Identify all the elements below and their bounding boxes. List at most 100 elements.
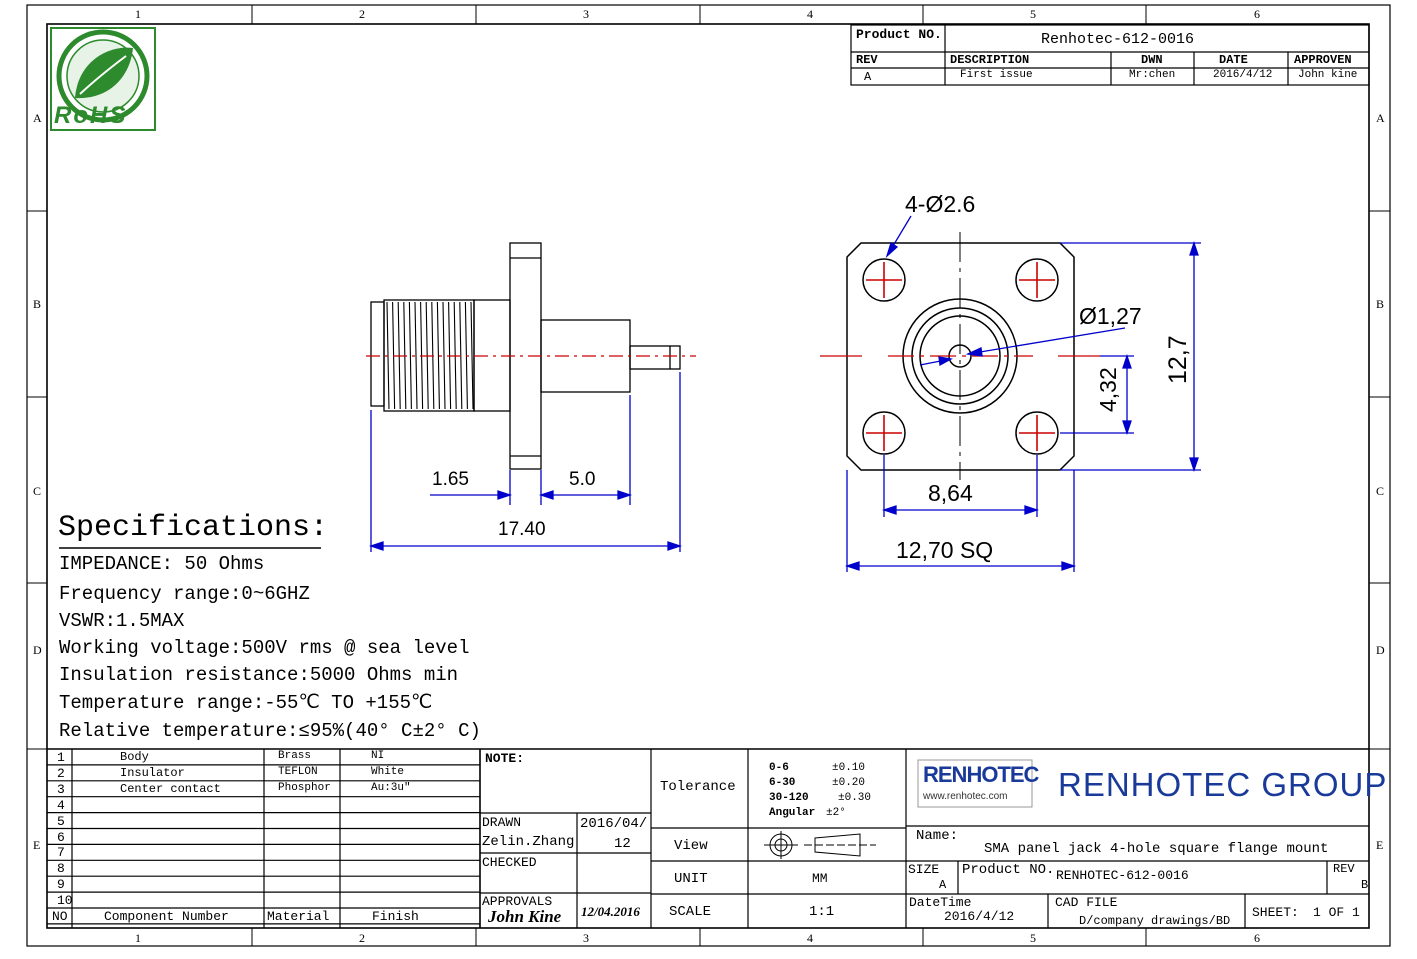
tolerance-value-4: ±2°: [826, 807, 846, 819]
revision-block-grid: [850, 24, 1370, 86]
zone-col-6-bottom: 6: [1254, 931, 1260, 945]
name-label: Name:: [916, 828, 959, 844]
scale-label: SCALE: [669, 904, 712, 920]
bom-cell-no: 6: [57, 829, 65, 845]
cad-file-value: D/company drawings/BD: [1079, 914, 1231, 928]
bom-cell-no: 9: [57, 877, 65, 893]
bom-cell-material: TEFLON: [278, 765, 318, 778]
thread-line: [442, 301, 446, 410]
zone-col-1-bottom: 1: [135, 931, 141, 945]
rev-product-no-label: Product NO.: [856, 27, 942, 42]
pin: [629, 345, 681, 370]
tolerance-label: Tolerance: [660, 779, 736, 795]
thread-line: [408, 301, 412, 410]
datetime-value: 2016/4/12: [944, 909, 1015, 924]
dim-hole-pitch: 8,64: [928, 480, 973, 506]
rev-row-rev: A: [864, 70, 872, 84]
front-dimensions: [844, 215, 1201, 572]
rev-row-date: 2016/4/12: [1213, 69, 1273, 81]
spec-humidity: Relative temperature:≤95%(40° C±2° C): [59, 720, 481, 742]
spec-frequency: Frequency range:0~6GHZ: [59, 583, 310, 605]
checked-label: CHECKED: [482, 855, 537, 870]
zone-ticks: [27, 5, 1390, 946]
title-rev-value: B: [1361, 878, 1369, 892]
company-name: RENHOTEC GROUP: [1058, 766, 1388, 803]
spec-temperature: Temperature range:-55℃ TO +155℃: [59, 692, 433, 714]
cad-file-label: CAD FILE: [1055, 895, 1118, 910]
sheet-value: 1 OF 1: [1313, 905, 1360, 920]
rev-header-description: DESCRIPTION: [950, 53, 1030, 67]
hole-crosshairs: [866, 262, 1055, 451]
zone-row-a-right: A: [1376, 111, 1385, 125]
zone-row-a-left: A: [33, 111, 42, 125]
zone-row-c-right: C: [1376, 484, 1385, 498]
bom-cell-component: Center contact: [120, 781, 221, 796]
approval-signature: John Kine: [488, 907, 562, 926]
zone-col-3-top: 3: [583, 7, 589, 21]
mount-hole-br: [1015, 411, 1059, 455]
zone-col-2-top: 2: [359, 7, 365, 21]
scale-value: 1:1: [809, 904, 835, 920]
thread-line: [414, 301, 418, 410]
mount-hole-tr: [1015, 258, 1059, 302]
bom-cell-material: Brass: [278, 750, 312, 762]
bom-cell-finish: NI: [371, 750, 385, 762]
bom-cell-no: 7: [57, 845, 65, 861]
datetime-label: DateTime: [909, 895, 972, 910]
bom-cell-no: 1: [57, 750, 65, 765]
unit-value: MM: [812, 871, 828, 886]
zone-row-b-right: B: [1376, 297, 1385, 311]
zone-row-e-left: E: [33, 838, 41, 852]
bom-cell-finish: Au:3u": [371, 781, 411, 794]
bom-header-no: NO: [52, 909, 68, 924]
dim-pin-length: 5.0: [569, 469, 596, 490]
zone-col-6-top: 6: [1254, 7, 1260, 21]
tolerance-value-2: ±0.20: [832, 777, 866, 789]
thread-line: [470, 301, 474, 410]
bom-cell-material: Phosphor: [278, 781, 331, 794]
zone-col-5-bottom: 5: [1030, 931, 1036, 945]
zone-col-2-bottom: 2: [359, 931, 365, 945]
projection-view-symbol: [764, 831, 876, 859]
zone-col-1-top: 1: [135, 7, 141, 21]
rev-header-date: DATE: [1219, 53, 1248, 67]
view-label: View: [674, 838, 708, 854]
spec-voltage: Working voltage:500V rms @ sea level: [59, 637, 470, 659]
dim-flange-height: 12,7: [1164, 335, 1192, 384]
bom-cell-component: Body: [120, 750, 149, 764]
size-label: SIZE: [908, 862, 940, 877]
tolerance-value-1: ±0.10: [832, 762, 866, 774]
sheet-label: SHEET:: [1252, 905, 1299, 920]
zone-row-d-left: D: [33, 643, 42, 657]
thread-front-ring: [370, 301, 385, 407]
zone-row-b-left: B: [33, 297, 42, 311]
approvals-label: APPROVALS: [482, 894, 553, 909]
title-product-no-label: Product NO.: [962, 862, 1055, 878]
zone-row-c-left: C: [33, 484, 42, 498]
approval-date: 12/04.2016: [581, 904, 640, 919]
zone-col-4-top: 4: [807, 7, 813, 21]
spec-insulation: Insulation resistance:5000 Ohms min: [59, 664, 459, 686]
rohs-logo-text: RoHS: [54, 102, 128, 129]
zone-col-4-bottom: 4: [807, 931, 813, 945]
drawn-by: Zelin.Zhang: [482, 834, 575, 850]
bom-header-component: Component Number: [104, 909, 229, 924]
rev-product-no: Renhotec-612-0016: [1041, 31, 1195, 48]
unit-label: UNIT: [674, 871, 708, 887]
side-dimensions: [368, 372, 683, 552]
part-name: SMA panel jack 4-hole square flange moun…: [984, 841, 1329, 857]
rev-header-approven: APPROVEN: [1294, 53, 1352, 67]
rohs-logo: [50, 27, 156, 131]
bom-cell-no: 4: [57, 797, 65, 813]
zone-col-5-top: 5: [1030, 7, 1036, 21]
tolerance-range-2: 6-30: [769, 777, 796, 789]
rev-header-rev: REV: [856, 53, 878, 67]
dim-mount-holes: 4-Ø2.6: [905, 191, 976, 217]
rev-row-description: First issue: [960, 69, 1033, 81]
bom-cell-no: 2: [57, 765, 65, 781]
side-view: [370, 242, 681, 470]
dim-half-pitch: 4,32: [1095, 367, 1121, 412]
dim-pin-diameter: Ø1,27: [1079, 303, 1142, 329]
